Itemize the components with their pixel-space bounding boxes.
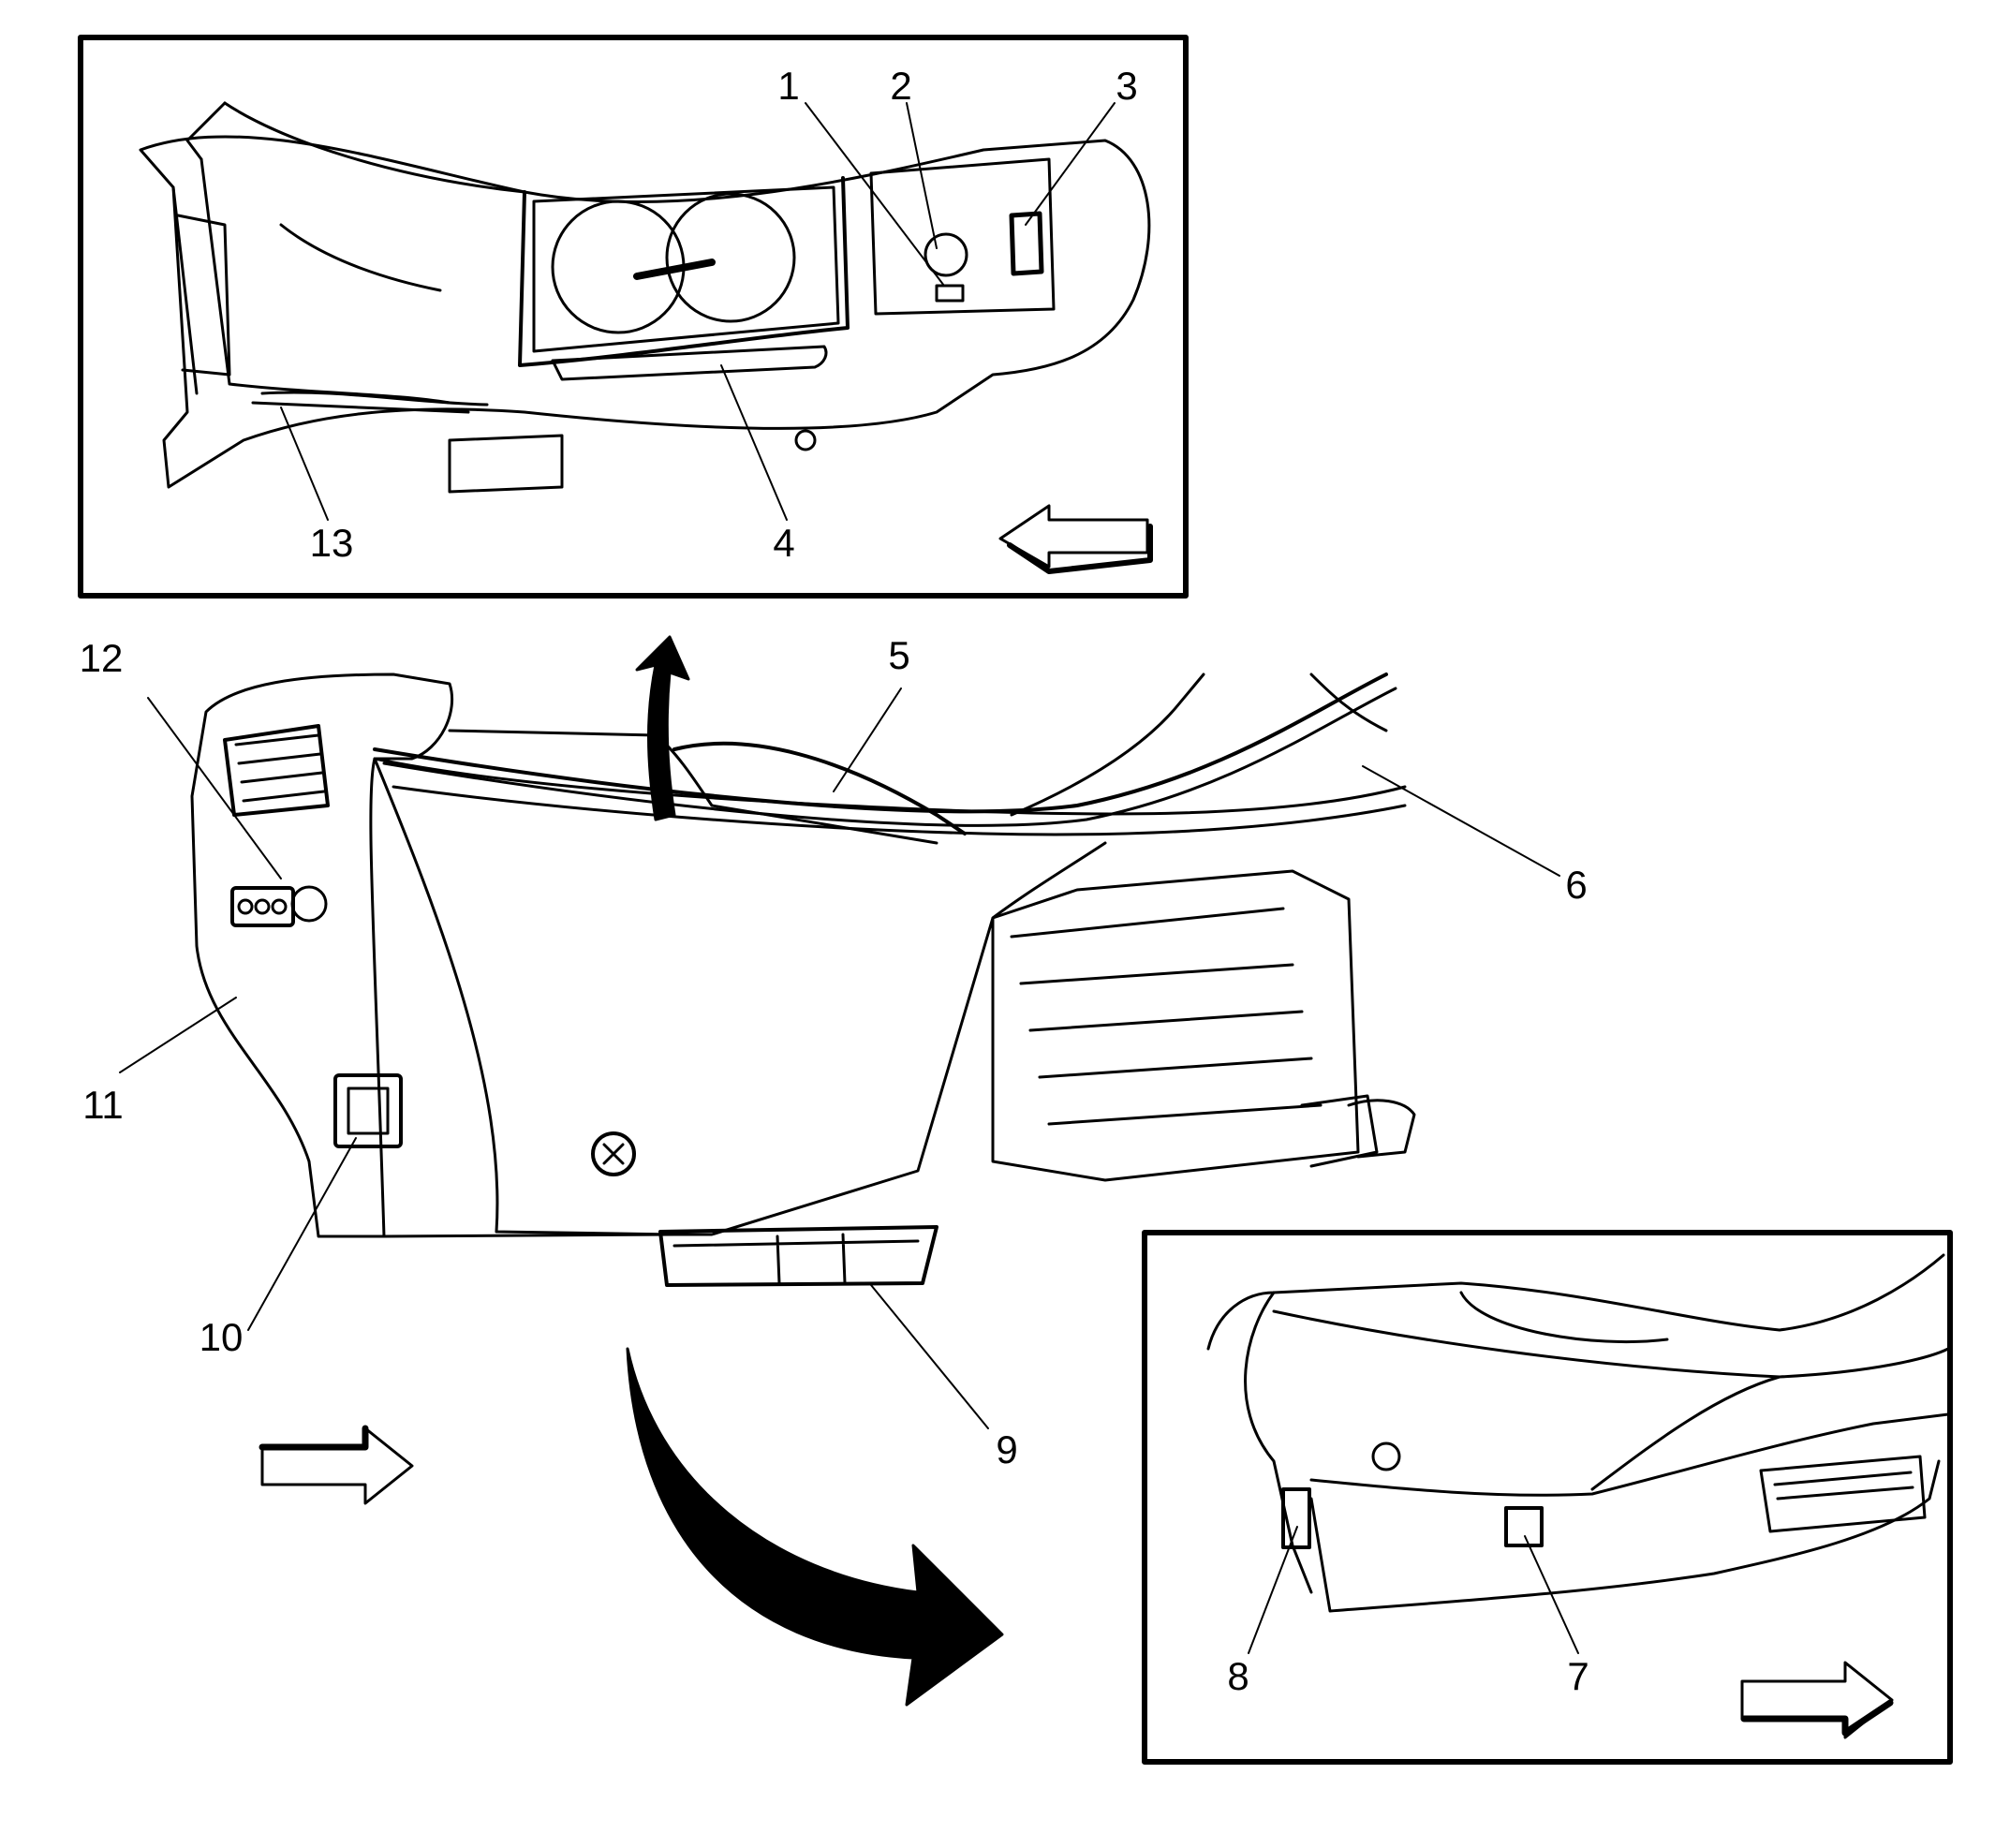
bottom-inset-console-illustration <box>1206 1253 1950 1613</box>
callout-11: 11 <box>82 1083 124 1127</box>
arrow-right-icon <box>1740 1661 1894 1739</box>
callout-5: 5 <box>888 633 910 677</box>
callout-9: 9 <box>996 1427 1018 1471</box>
top-inset-leaders <box>280 102 1116 521</box>
callout-1: 1 <box>777 64 800 108</box>
bottom-inset-leaders <box>1248 1526 1579 1654</box>
callout-13: 13 <box>309 521 354 565</box>
main-leaders <box>119 687 1560 1429</box>
top-inset-panel <box>78 35 1189 599</box>
callout-7: 7 <box>1567 1654 1589 1698</box>
callout-12: 12 <box>79 636 124 680</box>
main-console-illustration <box>190 635 1416 1707</box>
arrow-left-icon <box>998 504 1153 574</box>
top-inset-console-illustration <box>139 101 1151 494</box>
callout-8: 8 <box>1227 1654 1249 1698</box>
arrow-right-icon <box>259 1425 414 1505</box>
curved-arrow-up-icon <box>635 635 690 821</box>
curved-arrow-down-right-icon <box>626 1347 1004 1707</box>
bottom-inset-panel <box>1142 1230 1953 1765</box>
callout-10: 10 <box>199 1315 244 1359</box>
callout-6: 6 <box>1565 863 1588 907</box>
callout-4: 4 <box>773 521 795 565</box>
callout-2: 2 <box>890 64 912 108</box>
callout-3: 3 <box>1116 64 1138 108</box>
